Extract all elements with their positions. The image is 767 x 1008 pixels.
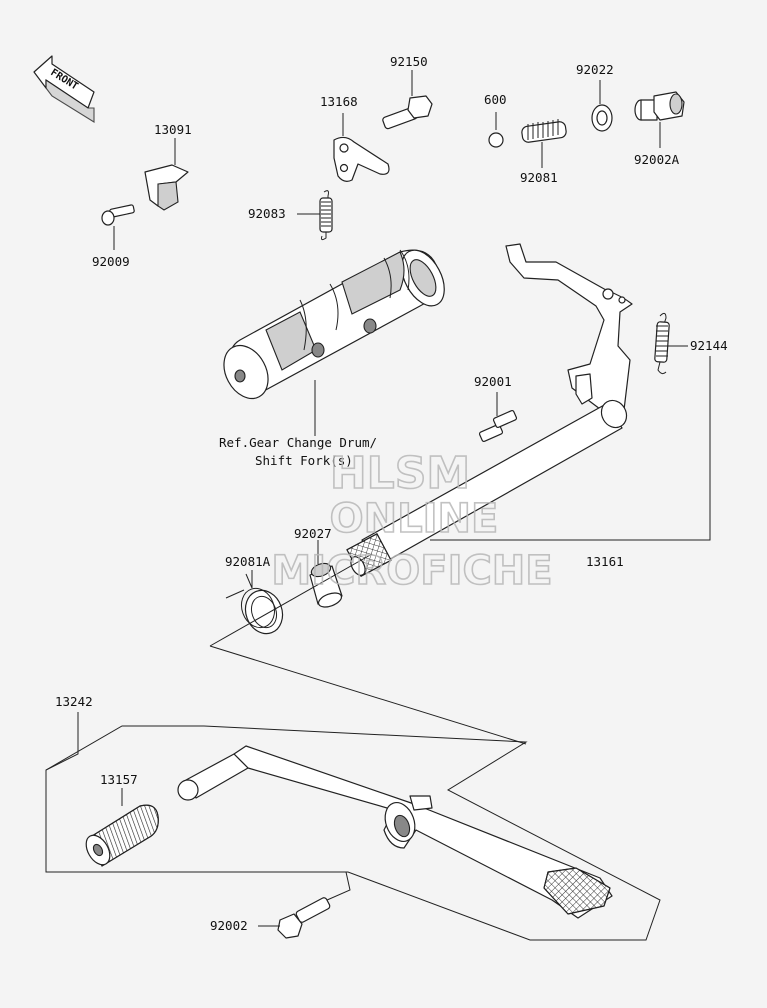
part-label-92009: 92009	[92, 254, 130, 269]
plug-92002A	[634, 91, 685, 148]
front-arrow-icon: FRONT	[33, 55, 95, 123]
part-label-13157: 13157	[100, 772, 138, 787]
bracket-13091	[144, 138, 189, 211]
watermark-line1: HLSM	[330, 448, 470, 499]
part-label-92002: 92002	[210, 918, 248, 933]
watermark-line2: ONLINE	[330, 496, 499, 542]
part-label-92144: 92144	[690, 338, 728, 353]
part-label-13091: 13091	[154, 122, 192, 137]
part-label-92002A: 92002A	[634, 152, 680, 167]
shift-shaft-13161	[346, 243, 711, 577]
shift-pedal-13242	[177, 745, 613, 919]
part-label-92027: 92027	[294, 526, 332, 541]
bolt-92002	[258, 897, 331, 939]
watermark-line3: MICROFICHE	[271, 548, 552, 594]
torsion-spring-92081A	[225, 570, 284, 635]
part-label-13242: 13242	[55, 694, 93, 709]
part-label-92081: 92081	[520, 170, 558, 185]
stopper-lever-13168	[333, 113, 390, 182]
spring-92081	[521, 119, 567, 168]
part-label-92081A: 92081A	[225, 554, 271, 569]
part-label-92001: 92001	[474, 374, 512, 389]
gear-change-drum	[223, 249, 445, 436]
ball-600	[488, 112, 504, 148]
part-label-600: 600	[484, 92, 507, 107]
pedal-rubber-13157	[85, 788, 159, 867]
pin-92001	[478, 392, 518, 443]
reference-note-line2: Shift Fork(s)	[255, 453, 353, 468]
collar-92027	[309, 540, 343, 608]
part-label-92022: 92022	[576, 62, 614, 77]
bolt-92150	[382, 70, 433, 130]
part-label-13161: 13161	[586, 554, 624, 569]
part-label-92083: 92083	[248, 206, 286, 221]
part-label-92150: 92150	[390, 54, 428, 69]
spring-92144	[654, 312, 670, 375]
spring-92083	[297, 190, 333, 241]
reference-note-line1: Ref.Gear Change Drum/	[219, 435, 377, 450]
washer-92022	[591, 80, 613, 132]
part-label-13168: 13168	[320, 94, 358, 109]
bolt-92009	[101, 204, 135, 250]
watermark: HLSM ONLINE MICROFICHE	[271, 447, 554, 595]
